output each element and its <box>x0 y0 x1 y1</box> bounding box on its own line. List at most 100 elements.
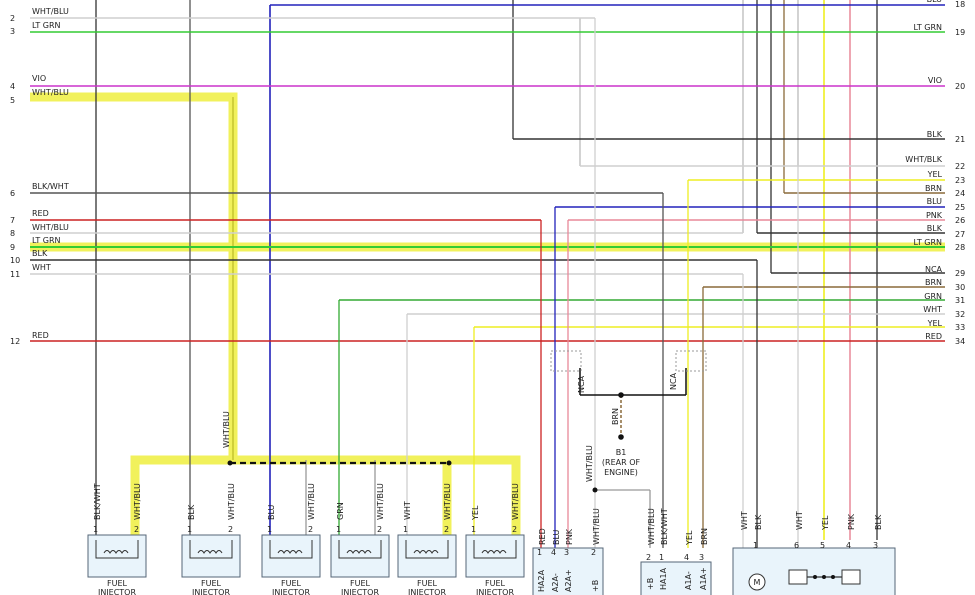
right-row-number: 18 <box>955 0 965 9</box>
connector-wire-label: BLK <box>754 514 763 530</box>
injector-body <box>330 534 390 578</box>
nca-shield-left <box>550 350 582 372</box>
injector-pin-2: 2 <box>377 525 382 534</box>
connector-terminal: A2A+ <box>564 569 573 592</box>
injector-pin-1: 1 <box>187 525 192 534</box>
ground-name: B1 <box>616 448 627 457</box>
ground-sub2: ENGINE) <box>604 468 638 477</box>
right-row-label: WHT <box>923 305 942 314</box>
right-row-label: RED <box>925 332 942 341</box>
nca-right-label: NCA <box>669 372 678 390</box>
injector-coil-icon <box>269 540 313 559</box>
connector-wire-label: BLU <box>552 529 561 545</box>
connector-wire-label: BRN <box>700 528 709 545</box>
injector-body <box>261 534 321 578</box>
ground-point <box>618 434 624 440</box>
left-row-number: 12 <box>10 337 20 346</box>
left-row-label: RED <box>32 331 49 340</box>
coil-winding-icon <box>197 550 223 554</box>
ground-splice-dot <box>618 392 624 398</box>
relay-right-icon <box>841 569 861 585</box>
connector-wire-label: WHT <box>740 511 749 530</box>
connector-terminal: A2A- <box>551 573 560 592</box>
right-row-number: 26 <box>955 216 965 225</box>
connector-pin: 1 <box>753 541 758 550</box>
connector-terminal: +B <box>646 578 655 590</box>
injector-body <box>397 534 457 578</box>
connector-pin: 3 <box>699 553 704 562</box>
left-row-label: LT GRN <box>32 236 61 245</box>
injector-pin-1: 1 <box>267 525 272 534</box>
connector-pin: 5 <box>820 541 825 550</box>
left-row-number: 8 <box>10 229 15 238</box>
injector-coil-icon <box>189 540 233 559</box>
shield-splice <box>227 460 452 466</box>
injector-body <box>465 534 525 578</box>
connector-wire-label: YEL <box>685 530 694 546</box>
connector-pin: 4 <box>846 541 851 550</box>
right-row-number: 22 <box>955 162 965 171</box>
injector-coil-icon <box>405 540 449 559</box>
injector-wire-1-label: YEL <box>471 505 480 521</box>
injector-label-2: INJECTOR <box>408 588 447 595</box>
connector-c: WHT 1 BLK 6 WHT 5 YEL 4 PNK 3 BLK M <box>732 511 896 595</box>
injector-pin-1: 1 <box>471 525 476 534</box>
right-row-label: BLK <box>927 224 943 233</box>
right-row-label: VIO <box>928 76 942 85</box>
injector-label-2: INJECTOR <box>476 588 515 595</box>
right-row-label: PNK <box>926 211 943 220</box>
connector-wire-label: WHT <box>795 511 804 530</box>
right-row-number: 27 <box>955 230 965 239</box>
injector-wire-1-label: BLK <box>187 504 196 520</box>
connector-pin: 6 <box>794 541 799 550</box>
injector-label-2: INJECTOR <box>192 588 231 595</box>
left-row-label: WHT <box>32 263 51 272</box>
injector-pin-2: 2 <box>308 525 313 534</box>
injector-label-1: FUEL <box>417 579 438 588</box>
left-row-label: LT GRN <box>32 21 61 30</box>
connector-pin: 3 <box>564 548 569 557</box>
injector-pin-1: 1 <box>403 525 408 534</box>
connector-wire-label: YEL <box>821 515 830 531</box>
connector-wire-label: BLK <box>874 514 883 530</box>
motor-label: M <box>754 578 761 587</box>
left-row-number: 5 <box>10 96 15 105</box>
left-row-number: 6 <box>10 189 15 198</box>
connector-wire-label: PNK <box>847 513 856 530</box>
right-row-label: YEL <box>927 319 943 328</box>
coil-winding-icon <box>481 550 507 554</box>
connector-terminal: HA2A <box>537 569 546 592</box>
right-row-number: 32 <box>955 310 965 319</box>
injector-body <box>87 534 147 578</box>
injector-pin-2: 2 <box>134 525 139 534</box>
right-row-number: 20 <box>955 82 965 91</box>
injector-wire-2-label: WHT/BLU <box>307 483 316 520</box>
right-row-label: BRN <box>925 184 942 193</box>
connector-terminal: HA1A <box>659 567 668 590</box>
injector-wire-1-label: WHT <box>403 501 412 520</box>
connector-pin: 3 <box>873 541 878 550</box>
harness-label: WHT/BLU <box>222 411 231 448</box>
right-row-number: 34 <box>955 337 965 346</box>
left-row-number: 3 <box>10 27 15 36</box>
injector-label-1: FUEL <box>281 579 302 588</box>
coil-winding-icon <box>346 550 372 554</box>
right-row-label: LT GRN <box>913 23 942 32</box>
connector-pin: 4 <box>551 548 556 557</box>
injector-label-2: INJECTOR <box>98 588 137 595</box>
motor-icon <box>748 573 766 591</box>
right-row-label: YEL <box>927 170 943 179</box>
right-row-number: 29 <box>955 269 965 278</box>
right-row-labels: 18BLU19LT GRN20VIO21BLK22WHT/BLK23YEL24B… <box>905 0 965 346</box>
injector-wire-1-label: BLK/WHT <box>93 483 102 520</box>
connector-terminal: A1A- <box>684 571 693 590</box>
injector-pin-1: 1 <box>93 525 98 534</box>
connector-wire-label: RED <box>538 528 547 545</box>
injector-wire-1-label: GRN <box>336 502 345 520</box>
